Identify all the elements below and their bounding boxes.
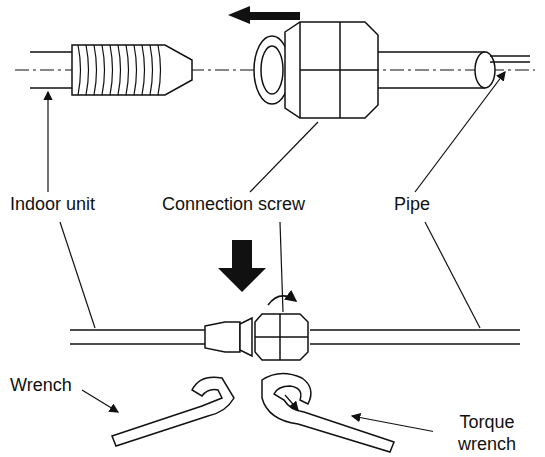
direction-arrow bbox=[228, 6, 300, 24]
direction-arrow bbox=[218, 240, 266, 292]
part-label: Indoor unit bbox=[8, 193, 97, 215]
part-label: Connection screw bbox=[160, 193, 307, 215]
part-label: Torque wrench bbox=[433, 411, 541, 455]
part-label: Pipe bbox=[392, 193, 432, 215]
part-label: Wrench bbox=[8, 374, 74, 396]
